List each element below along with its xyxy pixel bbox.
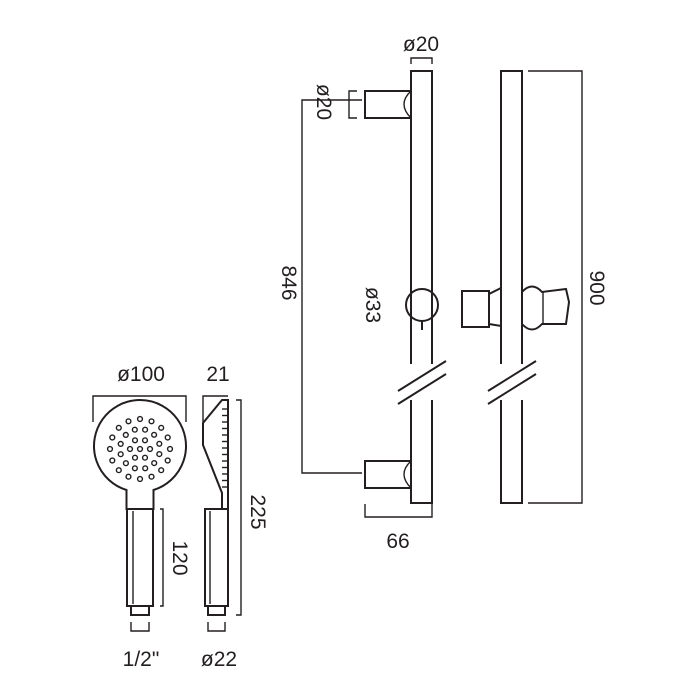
rail-top-bracket: [364, 90, 412, 119]
spray-nozzle: [146, 445, 154, 453]
spray-nozzle: [115, 467, 122, 474]
spray-nozzle: [164, 434, 171, 441]
spray-nozzle: [125, 418, 132, 425]
rail-break-mask: [396, 364, 448, 400]
spray-nozzle: [158, 467, 165, 474]
spray-nozzle: [122, 431, 129, 439]
handset-side-handle: [204, 508, 229, 607]
spray-nozzle: [142, 426, 149, 433]
spray-nozzle: [109, 434, 116, 441]
dim-line-rail-diameter: [410, 57, 433, 64]
dim-line-handset-length: [236, 399, 242, 616]
spray-nozzle: [156, 440, 163, 447]
spray-nozzle: [106, 445, 114, 453]
dim-line-bracket-diameter: [348, 90, 357, 119]
side-nozzles: [222, 408, 228, 488]
label-projection: 66: [386, 530, 409, 553]
label-handset-length: 225: [246, 494, 269, 529]
rail-bottom-bracket-curve: [403, 460, 412, 489]
spray-nozzle: [136, 445, 144, 453]
spray-nozzle: [148, 473, 155, 480]
label-thread-size: 1/2": [123, 648, 160, 671]
spray-nozzle: [122, 460, 130, 467]
spray-nozzle: [151, 431, 158, 438]
dimension-lines: [92, 57, 583, 632]
rail-top-bracket-curve: [403, 90, 412, 119]
spray-nozzle: [136, 415, 144, 423]
label-rail-length: 900: [585, 270, 608, 305]
dim-line-handle-diameter: [207, 622, 226, 632]
spray-nozzle: [142, 465, 149, 472]
handset-handle: [126, 508, 154, 607]
rail-side-view: [461, 70, 571, 504]
rail-side-break-mask: [486, 364, 538, 400]
rail-bottom-bracket: [364, 460, 412, 489]
label-bracket-diameter: ø20: [312, 84, 335, 120]
spray-nozzle: [141, 454, 149, 461]
handset-side-thread: [207, 605, 226, 616]
spray-nozzle: [115, 424, 122, 431]
spray-nozzle: [158, 424, 165, 431]
rail-side-tube: [500, 70, 523, 504]
spray-nozzle: [164, 457, 171, 464]
spray-nozzle: [166, 445, 174, 453]
spray-nozzle: [156, 451, 163, 458]
dim-line-head-depth: [202, 395, 228, 422]
spray-nozzle: [131, 465, 139, 472]
dim-line-thread: [130, 622, 150, 632]
label-handle-diameter: ø22: [201, 648, 237, 671]
spray-nozzle: [131, 426, 138, 433]
spray-nozzle: [131, 437, 139, 444]
label-head-diameter: ø100: [117, 363, 165, 386]
spray-nozzles: [106, 415, 174, 483]
rail-break-line-1: [397, 360, 447, 392]
dim-line-rail-length: [528, 70, 583, 504]
handset-thread: [130, 605, 150, 616]
handset-front-view: [93, 399, 187, 616]
handset-side-view: [202, 399, 229, 616]
label-slider-diameter: ø33: [361, 287, 384, 323]
rail-side-break-line-2: [487, 373, 537, 405]
rail-front-tube: [410, 70, 433, 504]
slider-holder-body: [488, 286, 502, 328]
spray-nozzle: [125, 473, 132, 480]
spray-nozzle: [109, 457, 116, 464]
spray-nozzle: [117, 451, 124, 458]
spray-nozzle: [131, 454, 139, 461]
dimension-labels: ø100 21 225 120 1/2" ø22 ø20 ø20 846 ø33…: [117, 33, 608, 671]
dim-line-head-diameter: [92, 395, 187, 422]
label-rail-diameter: ø20: [403, 33, 439, 56]
spray-nozzle: [148, 418, 155, 425]
label-fixing-centres: 846: [277, 265, 300, 300]
rail-front-view: [364, 70, 448, 504]
dim-line-handle-length: [160, 508, 164, 607]
spray-nozzle: [151, 460, 158, 467]
handset-head-outline: [93, 399, 187, 510]
rail-side-break-line-1: [487, 360, 537, 392]
slider-holder-left: [461, 290, 490, 328]
spray-nozzle: [117, 440, 124, 448]
spray-nozzle: [136, 475, 144, 483]
dim-line-projection: [364, 504, 433, 518]
spray-nozzle: [141, 437, 149, 444]
slider-clamp: [521, 285, 571, 331]
handset-side-outline: [202, 399, 229, 510]
dim-line-fixing-centres: [301, 99, 362, 474]
label-handle-length: 120: [168, 540, 191, 575]
spray-nozzle: [126, 445, 134, 453]
label-head-depth: 21: [206, 363, 229, 386]
rail-break-line-2: [397, 373, 447, 405]
